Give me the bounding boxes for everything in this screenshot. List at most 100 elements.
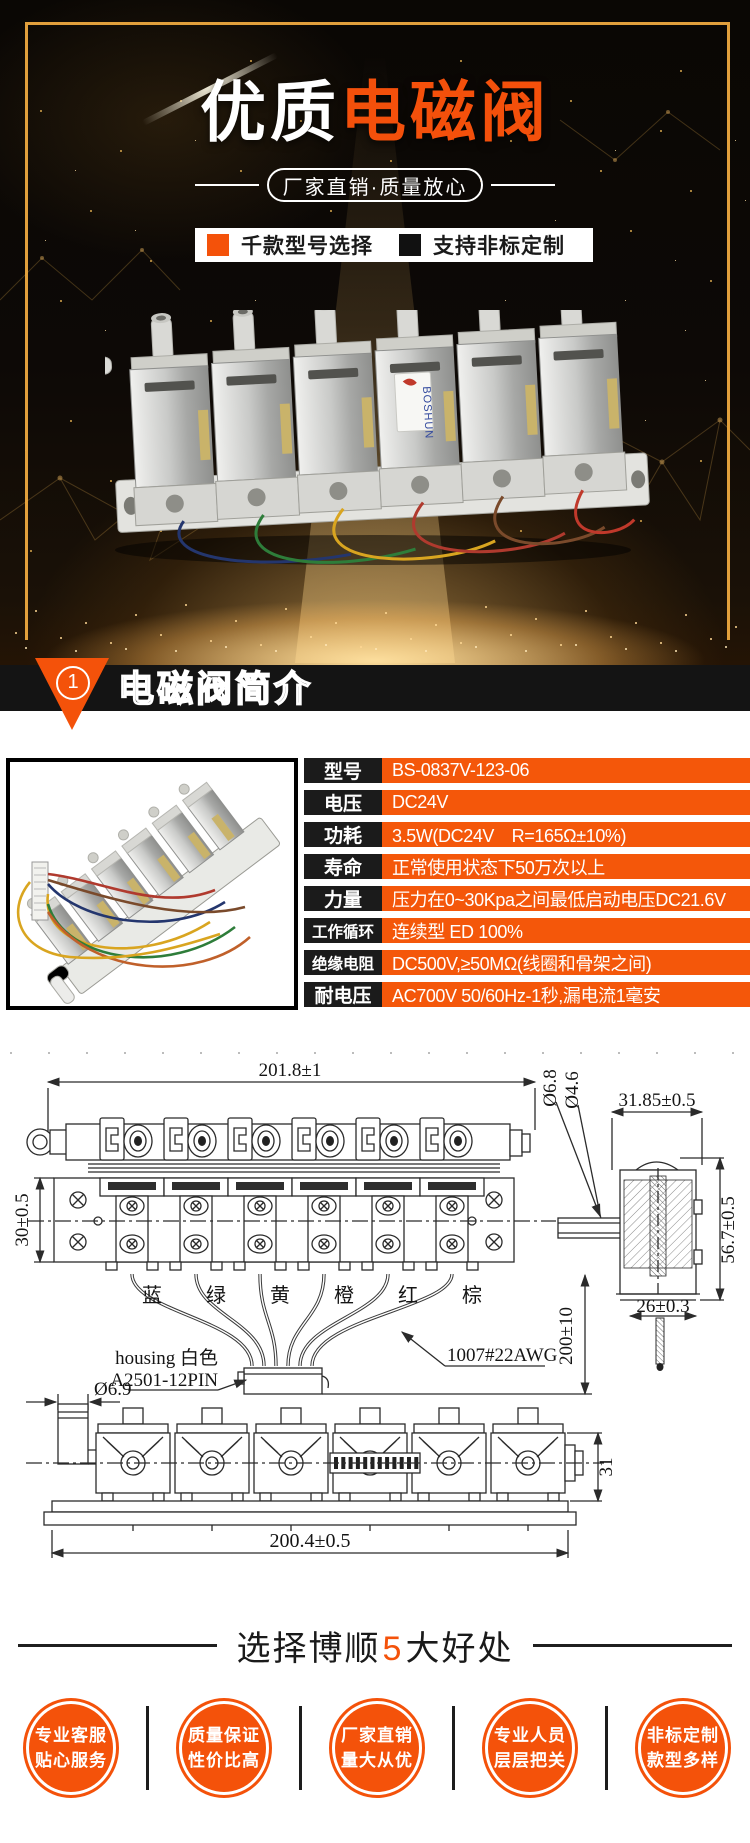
badge-label-1: 千款型号选择 — [241, 235, 373, 258]
sparkle-dots — [0, 592, 2, 594]
spec-value: DC500V,≥50MΩ(线圈和骨架之间) — [382, 950, 750, 975]
spec-label: 寿命 — [304, 854, 382, 879]
subtitle-line-left — [195, 184, 259, 186]
spec-label: 耐电压 — [304, 982, 382, 1007]
wire-harness — [130, 1273, 454, 1367]
sparkle-glow — [0, 580, 750, 665]
benefits-title-part1: 选择博顺 — [236, 1629, 381, 1668]
dim-port-outer: Ø6.8 — [540, 1069, 561, 1106]
wire-spec-label: 1007#22AWG — [447, 1345, 558, 1366]
benefits-line-left — [18, 1643, 217, 1647]
benefit-divider — [299, 1706, 302, 1790]
wire-label-green: 绿 — [206, 1284, 226, 1307]
dim-plunger: 26±0.3 — [636, 1296, 689, 1317]
spec-value: BS-0837V-123-06 — [382, 758, 750, 783]
benefit-line1: 专业客服 — [35, 1726, 107, 1745]
subtitle-line-right — [491, 184, 555, 186]
brand-label-text: BOSHUN — [420, 386, 435, 440]
table-row: 电压 DC24V — [304, 790, 750, 815]
wire-label-red: 红 — [398, 1284, 418, 1307]
table-row: 功耗 3.5W(DC24V R=165Ω±10%) — [304, 822, 750, 847]
hero-section: 优质电磁阀 厂家直销·质量放心 千款型号选择 支持非标定制 — [0, 0, 750, 665]
benefit-line2: 层层把关 — [494, 1751, 566, 1770]
spec-label: 绝缘电阻 — [304, 950, 382, 975]
wire-label-brown: 棕 — [462, 1284, 482, 1307]
valve-units: BOSHUN — [129, 310, 628, 527]
section-title: 电磁阀简介 — [117, 667, 314, 710]
dim-side-height: 56.7±0.5 — [718, 1196, 739, 1263]
wire-label-blue: 蓝 — [142, 1284, 162, 1307]
dim-port-inner: Ø4.6 — [562, 1071, 583, 1108]
harness-connector — [237, 1367, 330, 1395]
feature-badge-bar: 千款型号选择 支持非标定制 — [195, 228, 593, 262]
page-title-white: 优质 — [200, 75, 340, 149]
table-row: 寿命 正常使用状态下50万次以上 — [304, 854, 750, 879]
top-view — [26, 1117, 556, 1271]
dim-bracket-height: 30±0.5 — [12, 1193, 33, 1246]
spec-wires — [16, 872, 251, 968]
table-row: 绝缘电阻 DC500V,≥50MΩ(线圈和骨架之间) — [304, 950, 750, 975]
benefit-line2: 性价比高 — [188, 1751, 260, 1770]
benefit-circle-2: 质量保证 性价比高 — [176, 1698, 272, 1798]
technical-drawing: 201.8±1 — [10, 1052, 740, 1558]
badge-label-2: 支持非标定制 — [433, 235, 565, 258]
product-photo: BOSHUN — [105, 310, 650, 565]
orange-square-icon — [207, 234, 229, 256]
table-row: 耐电压 AC700V 50/60Hz-1秒,漏电流1毫安 — [304, 982, 750, 1007]
front-view: Ø6.9 — [26, 1379, 617, 1558]
table-row: 工作循环 连续型 ED 100% — [304, 918, 750, 943]
dim-front-height: 31 — [596, 1458, 617, 1477]
dim-front-width: 200.4±0.5 — [270, 1530, 351, 1552]
spec-label: 电压 — [304, 790, 382, 815]
subtitle-row: 厂家直销·质量放心 — [0, 168, 750, 202]
gold-frame-border — [25, 22, 730, 640]
subtitle-text: 厂家直销·质量放心 — [282, 176, 468, 199]
spec-value: AC700V 50/60Hz-1秒,漏电流1毫安 — [382, 982, 750, 1007]
spec-value: 压力在0~30Kpa之间最低启动电压DC21.6V — [382, 886, 750, 911]
dim-elbow: Ø6.9 — [94, 1379, 131, 1400]
spec-section: 型号 BS-0837V-123-06 电压 DC24V 功耗 3.5W(DC24… — [0, 758, 750, 1014]
benefits-circles: 专业客服 贴心服务 质量保证 性价比高 厂家直销 量大从优 专业人员 层层把关 — [0, 1698, 750, 1798]
benefits-line-right — [533, 1643, 733, 1647]
subtitle-pill: 厂家直销·质量放心 — [267, 168, 483, 202]
benefit-line2: 款型多样 — [647, 1751, 719, 1770]
valve-wires — [177, 489, 636, 564]
dim-side-width: 31.85±0.5 — [619, 1090, 696, 1111]
benefit-line1: 厂家直销 — [341, 1726, 413, 1745]
housing-label-1: housing 白色 — [115, 1347, 218, 1369]
benefits-title-part3: 大好处 — [405, 1629, 514, 1668]
table-row: 型号 BS-0837V-123-06 — [304, 758, 750, 783]
spec-table: 型号 BS-0837V-123-06 电压 DC24V 功耗 3.5W(DC24… — [304, 758, 750, 1007]
black-square-icon — [399, 234, 421, 256]
spec-value: 连续型 ED 100% — [382, 918, 750, 943]
benefit-circle-1: 专业客服 贴心服务 — [23, 1698, 119, 1798]
benefits-title-row: 选择博顺5大好处 — [0, 1622, 750, 1668]
benefit-circle-5: 非标定制 款型多样 — [635, 1698, 731, 1798]
top-view-valve-bodies — [99, 1177, 485, 1271]
wire-label-orange: 橙 — [334, 1284, 354, 1307]
spec-label: 力量 — [304, 886, 382, 911]
front-view-units — [95, 1407, 566, 1502]
benefit-divider — [146, 1706, 149, 1790]
housing-label-2: A2501-12PIN — [110, 1370, 218, 1391]
benefit-line1: 专业人员 — [494, 1726, 566, 1745]
spec-product-image — [6, 758, 298, 1010]
page-title-orange: 电磁阀 — [340, 75, 550, 149]
section-number: 1 — [56, 666, 90, 700]
benefit-line1: 非标定制 — [647, 1726, 719, 1745]
page-title: 优质电磁阀 — [0, 76, 750, 149]
benefits-title-number: 5 — [382, 1629, 404, 1668]
spec-value: DC24V — [382, 790, 750, 815]
benefit-divider — [605, 1706, 608, 1790]
side-section-view: 31.85±0.5 Ø6.8 Ø4.6 — [540, 1069, 739, 1371]
spec-value: 3.5W(DC24V R=165Ω±10%) — [382, 822, 750, 847]
dim-overall-width: 201.8±1 — [259, 1060, 322, 1081]
benefits-title: 选择博顺5大好处 — [237, 1621, 514, 1670]
wire-label-yellow: 黄 — [270, 1284, 290, 1307]
brand-label: BOSHUN — [393, 371, 435, 440]
section-intro-band: 1 电磁阀简介 — [0, 658, 750, 730]
dim-wire-length: 200±10 — [556, 1307, 577, 1365]
benefit-line1: 质量保证 — [188, 1726, 260, 1745]
spec-value: 正常使用状态下50万次以上 — [382, 854, 750, 879]
